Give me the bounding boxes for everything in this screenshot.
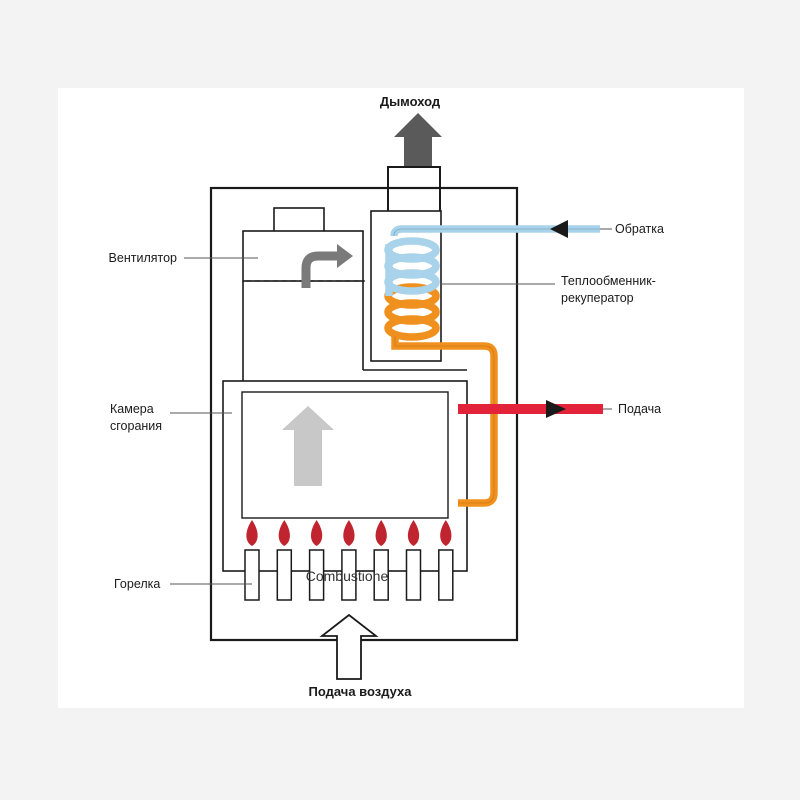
supply-label: Подача: [618, 402, 661, 416]
fan-top-box: [273, 207, 325, 233]
fan-flow-arrow: [301, 251, 338, 288]
chimney-outlet: [387, 166, 441, 213]
return-arrow: [550, 220, 568, 238]
fan-flow-arrowhead: [337, 244, 353, 268]
chimney-label: Дымоход: [380, 94, 441, 109]
chimney-arrow: [394, 113, 442, 178]
return-label: Обратка: [615, 222, 664, 236]
return-pipe-outline: [393, 228, 600, 237]
flame-icon: [375, 520, 387, 546]
burner-nozzle: [341, 549, 357, 601]
flame-icon: [246, 520, 258, 546]
chamber-label-line2: сгорания: [110, 419, 162, 433]
hot-pipe-outline: [394, 336, 495, 504]
supply-pipe: [458, 404, 603, 414]
burner-label: Горелка: [114, 577, 160, 591]
burner-nozzle: [405, 549, 422, 601]
flame-icon: [278, 520, 290, 546]
flame-icon: [310, 520, 323, 546]
burner-nozzle: [438, 549, 454, 601]
burner-row: [244, 520, 454, 601]
supply-arrow: [546, 400, 566, 418]
flame-icon: [343, 520, 355, 546]
fan-label: Вентилятор: [109, 251, 177, 265]
burner-nozzle: [373, 549, 389, 601]
chamber-flow-arrow: [282, 406, 334, 486]
heat-exchanger-label-line1: Теплообменник-: [561, 274, 656, 288]
combustion-label: Combustione: [306, 568, 389, 584]
burner-nozzle: [276, 549, 293, 601]
burner-nozzle: [308, 549, 325, 601]
heat-exchanger-label-line2: рекуператор: [561, 291, 634, 305]
air-supply-label: Подача воздуха: [309, 684, 413, 699]
burner-nozzle: [244, 549, 260, 601]
flame-icon: [407, 520, 420, 546]
flame-icon: [440, 520, 452, 546]
combustion-chamber-inner: [241, 391, 449, 519]
air-supply-arrow: [319, 613, 379, 680]
chamber-label-line1: Камера: [110, 402, 154, 416]
